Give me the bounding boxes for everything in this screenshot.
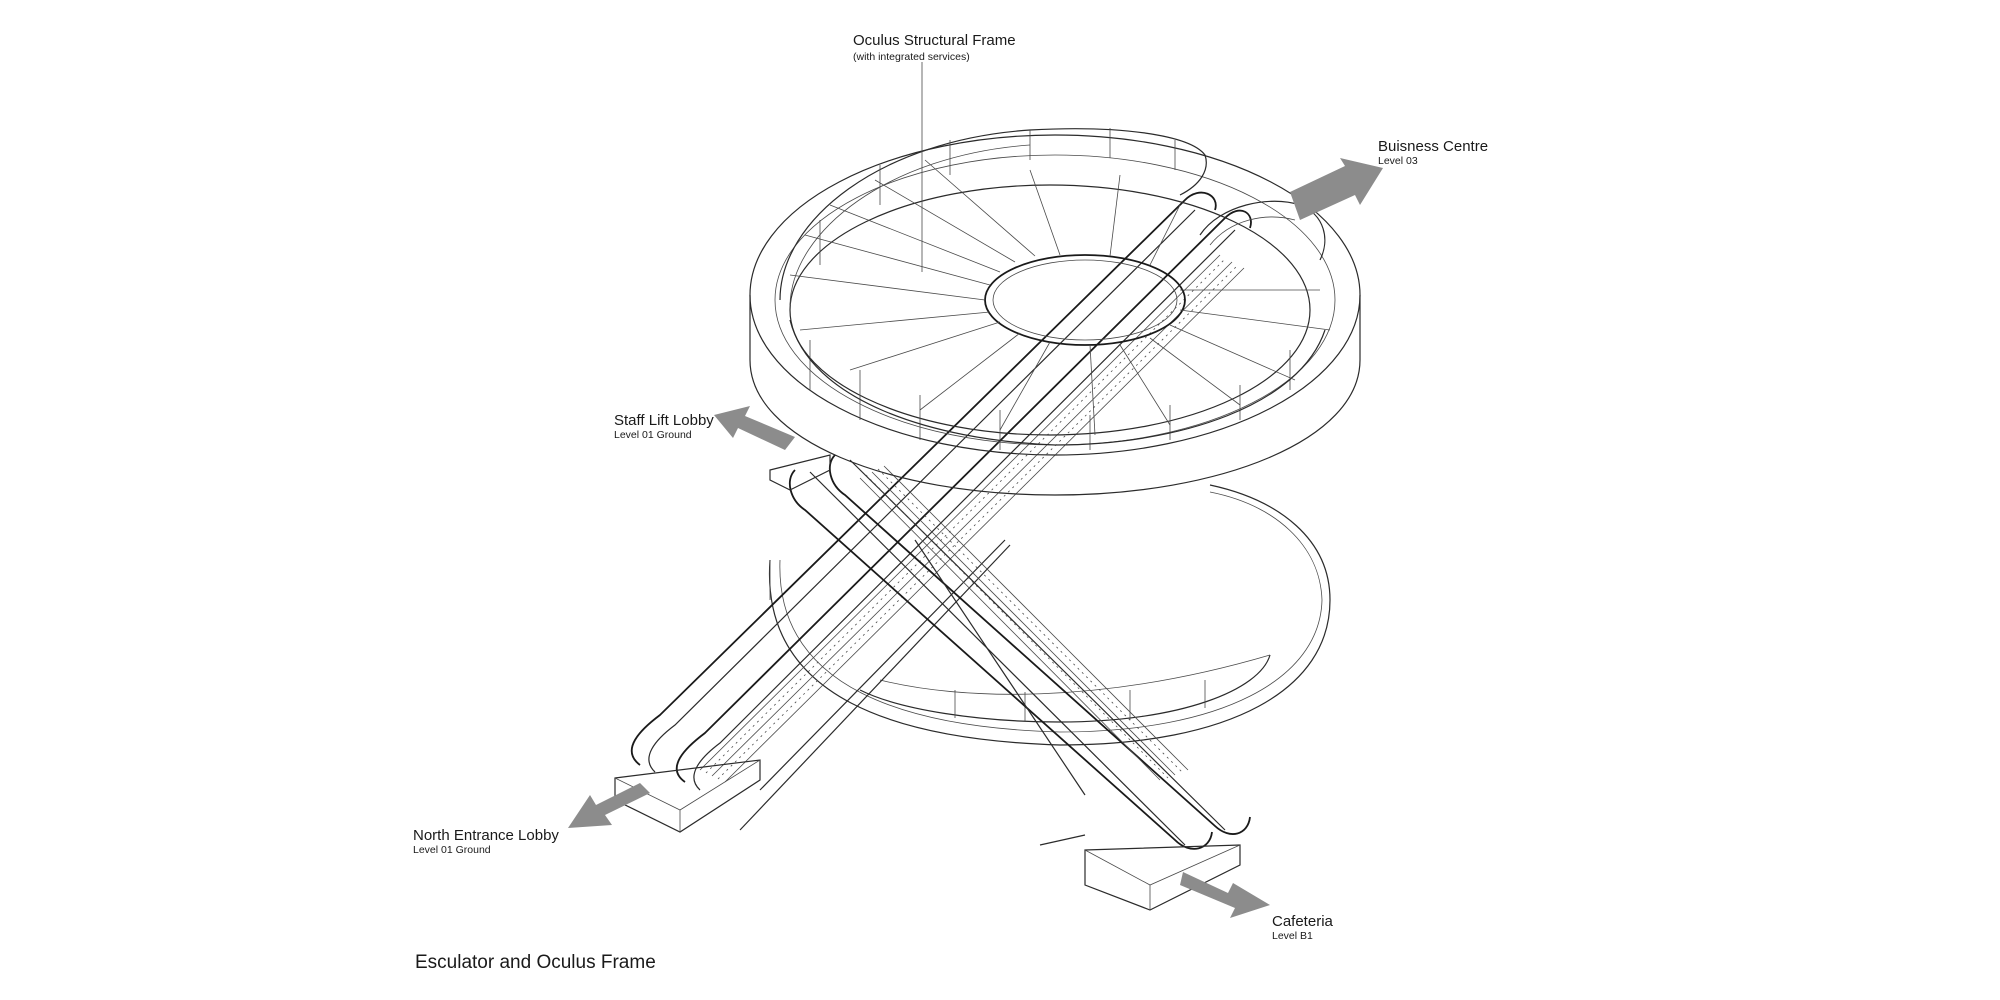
arrow-staff-lift-lobby <box>714 406 795 450</box>
arrow-business-centre <box>1290 158 1383 220</box>
label-staff-title: Staff Lift Lobby <box>614 412 714 429</box>
label-oculus: Oculus Structural Frame (with integrated… <box>853 32 1016 63</box>
oculus-frame <box>749 128 1361 496</box>
label-business-sub: Level 03 <box>1378 155 1418 167</box>
label-cafeteria-title: Cafeteria <box>1272 913 1334 930</box>
arrow-north-entrance <box>568 783 650 828</box>
label-north-title: North Entrance Lobby <box>413 827 559 844</box>
label-cafeteria-sub: Level B1 <box>1272 930 1313 942</box>
label-business-centre: Buisness Centre Level 03 <box>1378 138 1488 167</box>
label-staff-lift-lobby: Staff Lift Lobby Level 01 Ground <box>614 412 714 441</box>
label-oculus-sub: (with integrated services) <box>853 51 970 63</box>
label-cafeteria: Cafeteria Level B1 <box>1272 913 1334 942</box>
label-staff-sub: Level 01 Ground <box>614 429 692 441</box>
arrow-cafeteria <box>1180 872 1270 918</box>
label-north-entrance-lobby: North Entrance Lobby Level 01 Ground <box>413 827 559 856</box>
escalator-b <box>769 454 1251 911</box>
label-business-title: Buisness Centre <box>1378 138 1488 155</box>
escalator-a <box>614 191 1252 833</box>
label-oculus-title: Oculus Structural Frame <box>853 32 1016 49</box>
label-north-sub: Level 01 Ground <box>413 844 491 856</box>
diagram-caption: Esculator and Oculus Frame <box>415 952 656 973</box>
